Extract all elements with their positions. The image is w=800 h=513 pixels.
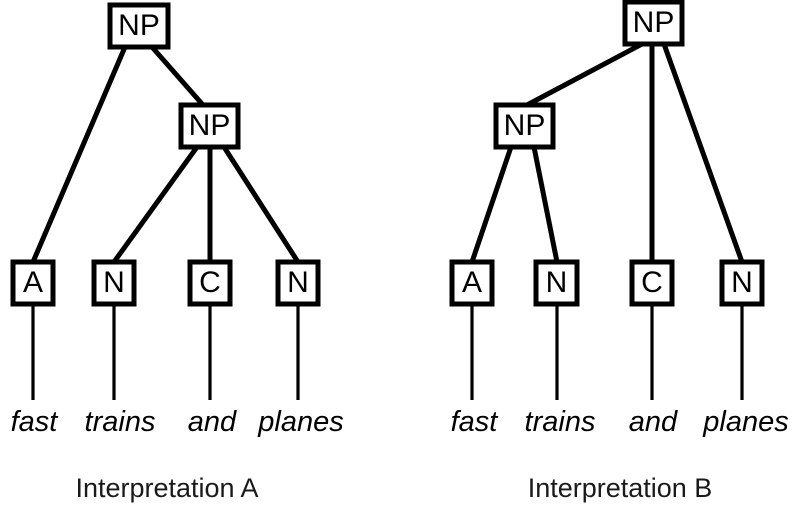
node-label-root-np: NP [118,9,160,42]
node-label-pos-n1: N [546,266,568,299]
node-label-pos-c: C [641,266,663,299]
node-inner-np[interactable]: NP [493,102,556,150]
branch-root-to-n2 [661,43,745,263]
node-pos-n1[interactable]: N [91,259,137,307]
branch-root-to-inner-np [525,41,644,108]
node-box-pos-n2 [719,259,765,307]
node-pos-c[interactable]: C [629,259,675,307]
node-pos-a[interactable]: A [449,259,495,307]
word-trains: trains [525,406,596,438]
word-fast: fast [11,406,60,438]
word-fast: fast [451,406,500,438]
node-label-inner-np: NP [504,109,546,142]
node-box-pos-n2 [275,259,321,307]
node-root-np[interactable]: NP [622,0,685,47]
node-root-np[interactable]: NP [107,2,171,50]
word-planes: planes [257,406,343,438]
branch-root-to-a [30,46,128,263]
node-label-pos-c: C [199,266,221,299]
node-pos-a[interactable]: A [10,259,56,307]
word-and: and [629,406,678,438]
node-label-pos-n2: N [287,266,309,299]
node-label-inner-np: NP [189,109,231,142]
node-label-root-np: NP [633,6,675,39]
node-box-pos-a [10,259,56,307]
node-pos-c[interactable]: C [187,259,233,307]
branch-np-to-a [469,146,514,263]
node-label-pos-n2: N [731,266,753,299]
branch-np-to-n2 [221,145,301,264]
node-inner-np[interactable]: NP [178,102,241,150]
node-label-pos-n1: N [103,266,125,299]
word-trains: trains [85,406,156,438]
caption-tree-a: Interpretation A [75,473,258,503]
node-box-pos-n1 [533,259,580,307]
branch-np-to-n1 [111,145,200,264]
node-box-root-np [622,0,685,47]
word-planes: planes [702,406,788,438]
node-box-inner-np [493,102,556,150]
branch-root-to-inner-np [150,45,205,107]
branch-np-to-n1 [531,146,560,263]
node-pos-n1[interactable]: N [533,259,580,307]
word-and: and [188,406,237,438]
node-box-pos-n1 [91,259,137,307]
node-box-root-np [107,2,171,50]
node-box-pos-a [449,259,495,307]
caption-tree-b: Interpretation B [528,473,713,503]
node-pos-n2[interactable]: N [275,259,321,307]
node-label-pos-a: A [23,266,43,299]
node-box-pos-c [629,259,675,307]
node-box-pos-c [187,259,233,307]
node-pos-n2[interactable]: N [719,259,765,307]
node-label-pos-a: A [462,266,482,299]
node-box-inner-np [178,102,241,150]
